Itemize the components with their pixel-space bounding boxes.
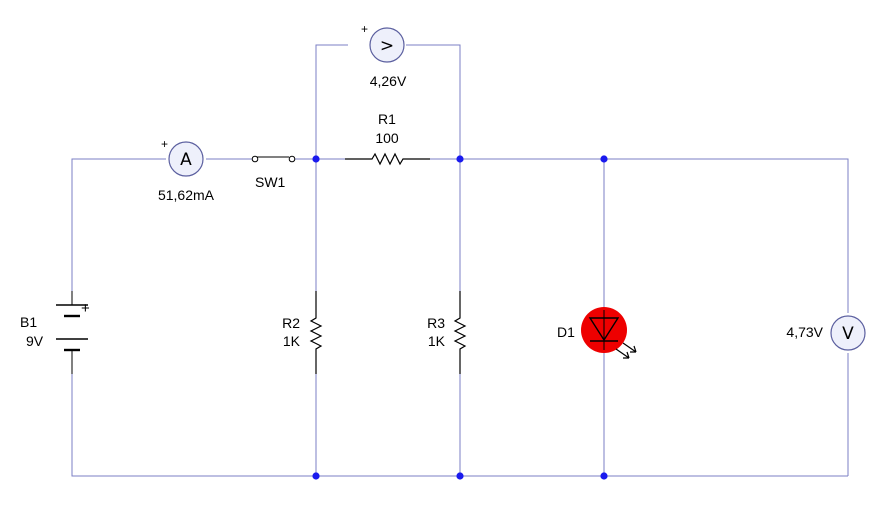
switch-contact [288, 155, 296, 163]
led-emission-arrows [615, 342, 637, 359]
led-ref: D1 [557, 324, 575, 340]
wire-top-right [460, 158, 849, 313]
led-icon [581, 307, 637, 359]
ammeter-body [168, 141, 204, 177]
led-triangle [588, 317, 620, 342]
ammeter-polarity: + [161, 137, 168, 151]
voltmeter-r1-glyph: > [380, 36, 394, 56]
resistor-r2-symbol [309, 291, 323, 374]
battery-ref: B1 [20, 314, 37, 330]
junction-dot [456, 155, 464, 163]
voltmeter-out-glyph: V [842, 324, 854, 344]
voltmeter-icon: V [830, 315, 866, 351]
voltmeter-r1-body [369, 27, 405, 63]
voltmeter-out-reading: 4,73V [786, 324, 823, 340]
r3-value: 1K [428, 333, 446, 349]
junction-dot [600, 472, 608, 480]
r1-value: 100 [375, 130, 399, 146]
resistor-r1-symbol [345, 152, 430, 166]
resistor-icon [345, 152, 430, 166]
resistor-icon [309, 291, 323, 374]
resistor-r3-symbol [453, 291, 467, 374]
wires [71, 44, 849, 477]
junctions [312, 155, 608, 480]
junction-dot [456, 472, 464, 480]
r2-ref: R2 [282, 315, 300, 331]
r1-ref: R1 [378, 111, 396, 127]
ammeter-reading: 51,62mA [158, 187, 215, 203]
switch-icon [251, 155, 296, 163]
led-arrow [615, 348, 630, 359]
voltmeter-out-body [830, 315, 866, 351]
wire-voltmeter-loop-right [406, 44, 461, 159]
junction-dot [312, 472, 320, 480]
resistor-icon [453, 291, 467, 374]
voltmeter-r1-reading: 4,26V [370, 73, 407, 89]
voltmeter-r1-polarity: + [361, 22, 368, 36]
voltmeter-icon: > [369, 27, 405, 63]
wire-voltmeter-loop-left [315, 44, 348, 159]
battery-polarity: + [81, 300, 90, 317]
junction-dot [600, 155, 608, 163]
wire-bottom-rail [71, 374, 848, 477]
switch-contact [251, 155, 259, 163]
r2-value: 1K [283, 333, 301, 349]
junction-dot [312, 155, 320, 163]
ammeter-icon: A [168, 141, 204, 177]
wire-left-top [71, 158, 166, 291]
ammeter-glyph: A [180, 150, 192, 170]
led-arrow [622, 342, 637, 353]
battery-value: 9V [26, 333, 44, 349]
battery-icon [56, 291, 88, 374]
switch-ref: SW1 [255, 174, 286, 190]
r3-ref: R3 [427, 315, 445, 331]
